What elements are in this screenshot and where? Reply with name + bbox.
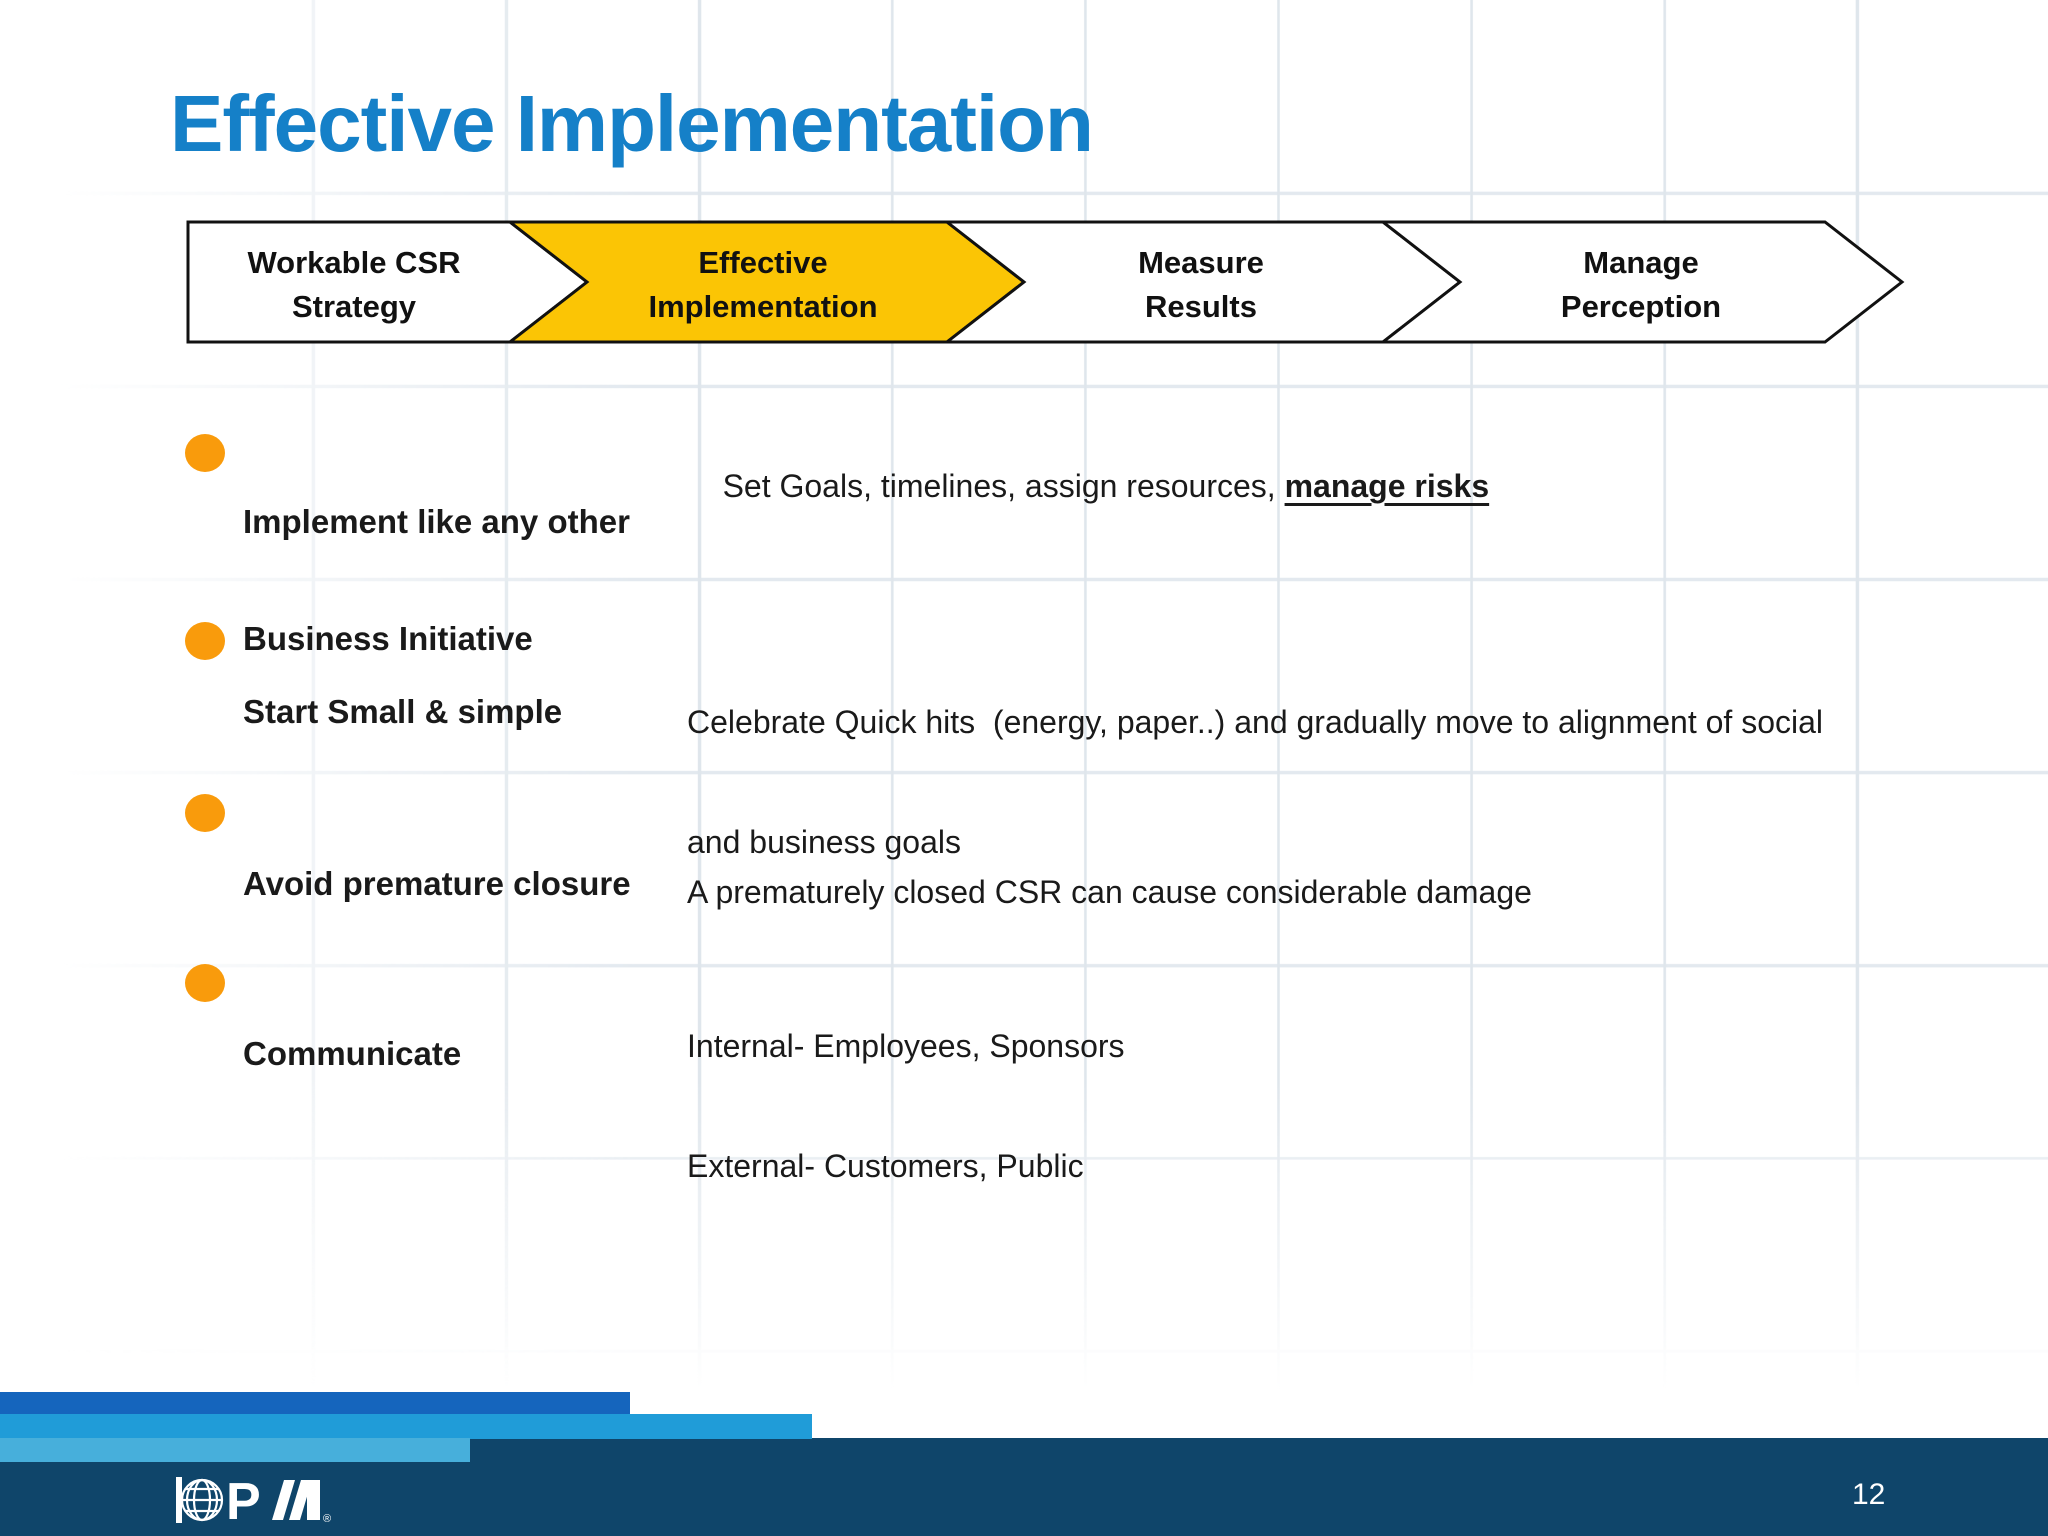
footer-accent-bar-dark-blue <box>0 1392 630 1414</box>
bullet-marker <box>185 794 225 832</box>
bullet-description-text: Set Goals, timelines, assign resources, <box>722 468 1285 504</box>
bullet-description: Celebrate Quick hits (energy, paper..) a… <box>687 622 1967 942</box>
bullet-marker <box>185 964 225 1002</box>
bullet-description-line: Celebrate Quick hits (energy, paper..) a… <box>687 704 1823 740</box>
pmi-logo: P ® <box>176 1477 331 1523</box>
bullet-marker <box>185 622 225 660</box>
process-step-effective-implementation: Effective Implementation <box>548 242 978 328</box>
bullet-description-line: Internal- Employees, Sponsors <box>687 1028 1125 1064</box>
bullet-heading: Avoid premature closure <box>243 786 713 981</box>
bullet-description: Set Goals, timelines, assign resources, … <box>687 426 1967 546</box>
process-step-label-line: Manage <box>1583 245 1699 280</box>
page-title: Effective Implementation <box>170 78 1094 168</box>
bullet-marker <box>185 434 225 472</box>
bullet-description-line: External- Customers, Public <box>687 1148 1084 1184</box>
footer-accent-bar-light-blue <box>0 1438 470 1462</box>
bullet-description-line: A prematurely closed CSR can cause consi… <box>687 874 1532 910</box>
bullet-heading-line: Business Initiative <box>243 620 533 657</box>
process-step-label-line: Perception <box>1560 289 1722 324</box>
registered-mark: ® <box>323 1513 331 1523</box>
bullet-heading-line: Avoid premature closure <box>243 865 631 902</box>
process-step-label-line: Strategy <box>291 289 417 324</box>
process-step-manage-perception: Manage Perception <box>1420 242 1862 328</box>
page-number: 12 <box>1852 1478 1886 1511</box>
footer-accent-bar-medium-blue <box>0 1414 812 1439</box>
bullet-heading-line: Start Small & simple <box>243 693 563 730</box>
bullet-heading: Implement like any other Business Initia… <box>243 424 713 736</box>
bullet-heading: Start Small & simple <box>243 614 713 809</box>
process-step-label-line: Results <box>1145 289 1257 324</box>
globe-icon <box>180 1478 224 1522</box>
process-step-workable-csr-strategy: Workable CSR Strategy <box>188 242 520 328</box>
bullet-description-emphasis: manage risks <box>1284 468 1490 504</box>
process-step-label-line: Measure <box>1138 245 1264 280</box>
pmi-logo-bar <box>176 1477 182 1523</box>
chevron-shape-manage-perception <box>1378 220 1905 344</box>
bullet-heading-line: Implement like any other <box>243 503 630 540</box>
pmi-logo-slash <box>289 1480 312 1520</box>
process-step-label-line: Implementation <box>648 289 878 324</box>
pmi-logo-letter-p: P <box>226 1477 261 1523</box>
bullet-heading: Communicate <box>243 956 713 1151</box>
process-step-measure-results: Measure Results <box>985 242 1417 328</box>
bullet-description-line: and business goals <box>687 824 961 860</box>
bullet-description: A prematurely closed CSR can cause consi… <box>687 792 1967 992</box>
bullet-description: Internal- Employees, Sponsors External- … <box>687 946 1967 1266</box>
process-step-label-line: Workable CSR <box>247 245 461 280</box>
bullet-heading-line: Communicate <box>243 1035 462 1072</box>
pmi-logo-slash <box>272 1480 295 1520</box>
pmi-logo-letter-i <box>307 1480 320 1520</box>
process-step-label-line: Effective <box>698 245 828 280</box>
